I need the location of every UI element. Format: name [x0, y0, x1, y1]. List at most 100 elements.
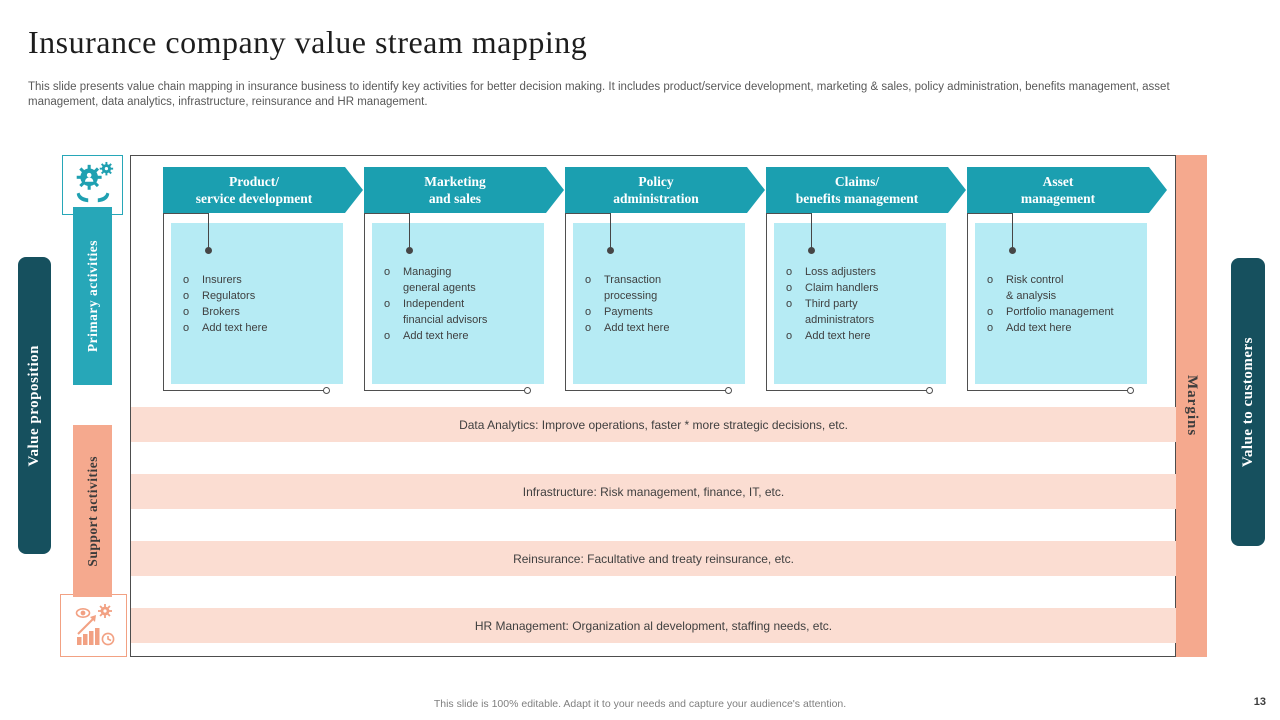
connector-node [524, 387, 531, 394]
stage-arrow: Claims/ benefits management [766, 167, 966, 213]
support-row-infrastructure: Infrastructure: Risk management, finance… [131, 474, 1176, 509]
connector-line [208, 213, 209, 250]
connector-dot [1009, 247, 1016, 254]
card-edge [967, 213, 1013, 214]
margins-label: Margins [1184, 375, 1200, 437]
connector-line [1012, 213, 1013, 250]
card-edge [163, 213, 209, 214]
connector-dot [406, 247, 413, 254]
card-edge [967, 390, 1132, 391]
connector-node [1127, 387, 1134, 394]
card-edge [967, 213, 968, 391]
card-edge [364, 213, 365, 391]
slide-description: This slide presents value chain mapping … [28, 81, 1170, 108]
primary-activities-bar: Primary activities [73, 207, 112, 385]
stage-arrow: Policy administration [565, 167, 765, 213]
stage-arrow-label: Claims/ benefits management [795, 174, 919, 206]
stage-arrow: Asset management [967, 167, 1167, 213]
stage-arrow-label: Product/ service development [195, 174, 313, 206]
value-proposition-bar: Value proposition [18, 257, 51, 554]
analytics-growth-icon-box [60, 594, 127, 657]
support-row-reinsurance: Reinsurance: Facultative and treaty rein… [131, 541, 1176, 576]
stage-arrow-label: Asset management [1020, 174, 1096, 206]
gears-in-hands-icon [76, 161, 113, 203]
stage-arrow-label: Marketing and sales [424, 174, 486, 206]
stage-arrow: Product/ service development [163, 167, 363, 213]
margins-bar: Margins [1176, 155, 1207, 657]
value-proposition-label: Value proposition [26, 344, 42, 467]
analytics-growth-icon [75, 604, 114, 646]
connector-dot [205, 247, 212, 254]
card-edge [565, 390, 730, 391]
support-row-data-analytics: Data Analytics: Improve operations, fast… [131, 407, 1176, 442]
diagram-frame [130, 155, 1176, 657]
value-to-customers-label: Value to customers [1239, 336, 1256, 468]
card-edge [364, 390, 529, 391]
footer-note: This slide is 100% editable. Adapt it to… [433, 698, 847, 710]
card-edge [565, 213, 566, 391]
card-edge [766, 213, 812, 214]
card-edge [766, 213, 767, 391]
connector-node [323, 387, 330, 394]
support-activities-label: Support activities [84, 455, 100, 567]
gears-in-hands-icon-box [62, 155, 123, 215]
connector-line [409, 213, 410, 250]
card-edge [364, 213, 410, 214]
connector-node [926, 387, 933, 394]
card-edge [163, 213, 164, 391]
connector-dot [607, 247, 614, 254]
value-to-customers-bar: Value to customers [1231, 258, 1265, 546]
connector-line [811, 213, 812, 250]
support-row-hr-management: HR Management: Organization al developme… [131, 608, 1176, 643]
support-activities-bar: Support activities [73, 425, 112, 597]
card-edge [766, 390, 931, 391]
page-title: Insurance company value stream mapping [28, 24, 588, 60]
card-edge [565, 213, 611, 214]
card-edge [163, 390, 328, 391]
connector-dot [808, 247, 815, 254]
primary-activities-label: Primary activities [84, 239, 100, 353]
connector-line [610, 213, 611, 250]
connector-node [725, 387, 732, 394]
page-number: 13 [1253, 696, 1266, 708]
stage-arrow-label: Policy administration [613, 174, 699, 206]
